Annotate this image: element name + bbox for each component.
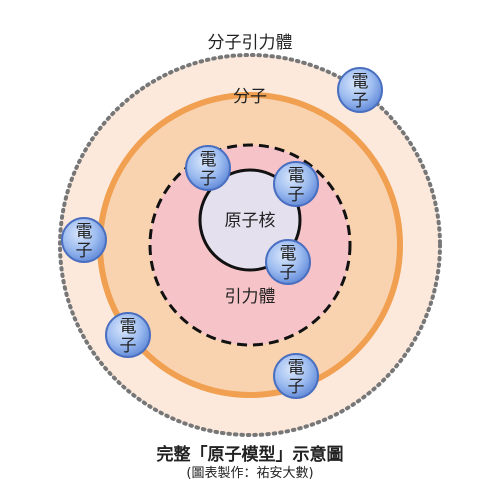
electron: 電 子 xyxy=(265,239,311,285)
electron-label-top: 電 xyxy=(288,166,305,186)
electron-label-bottom: 子 xyxy=(288,377,305,397)
electron-label-top: 電 xyxy=(200,150,217,170)
electron-label-bottom: 子 xyxy=(200,169,217,189)
electron: 電 子 xyxy=(61,217,107,263)
electron-label-top: 電 xyxy=(120,317,137,337)
electron-label-bottom: 子 xyxy=(280,263,297,283)
electron-label-top: 電 xyxy=(280,244,297,264)
electron-label-bottom: 子 xyxy=(352,91,369,111)
electron-label-top: 電 xyxy=(76,222,93,242)
outer-force-label: 分子引力體 xyxy=(208,33,293,53)
electron: 電 子 xyxy=(273,353,319,399)
electron-label-top: 電 xyxy=(288,358,305,378)
electron: 電 子 xyxy=(105,312,151,358)
electron: 電 子 xyxy=(337,67,383,113)
electron-label-top: 電 xyxy=(352,72,369,92)
electron: 電 子 xyxy=(273,161,319,207)
caption-credit: (圖表製作：祐安大數) xyxy=(186,466,314,481)
inner-force-label: 引力體 xyxy=(225,287,276,307)
caption-title: 完整「原子模型」示意圖 xyxy=(156,445,344,465)
molecule-label: 分子 xyxy=(233,87,267,107)
electron-label-bottom: 子 xyxy=(120,336,137,356)
electron-label-bottom: 子 xyxy=(76,241,93,261)
nucleus-label: 原子核 xyxy=(225,211,276,231)
electron-label-bottom: 子 xyxy=(288,185,305,205)
electron: 電 子 xyxy=(185,145,231,191)
